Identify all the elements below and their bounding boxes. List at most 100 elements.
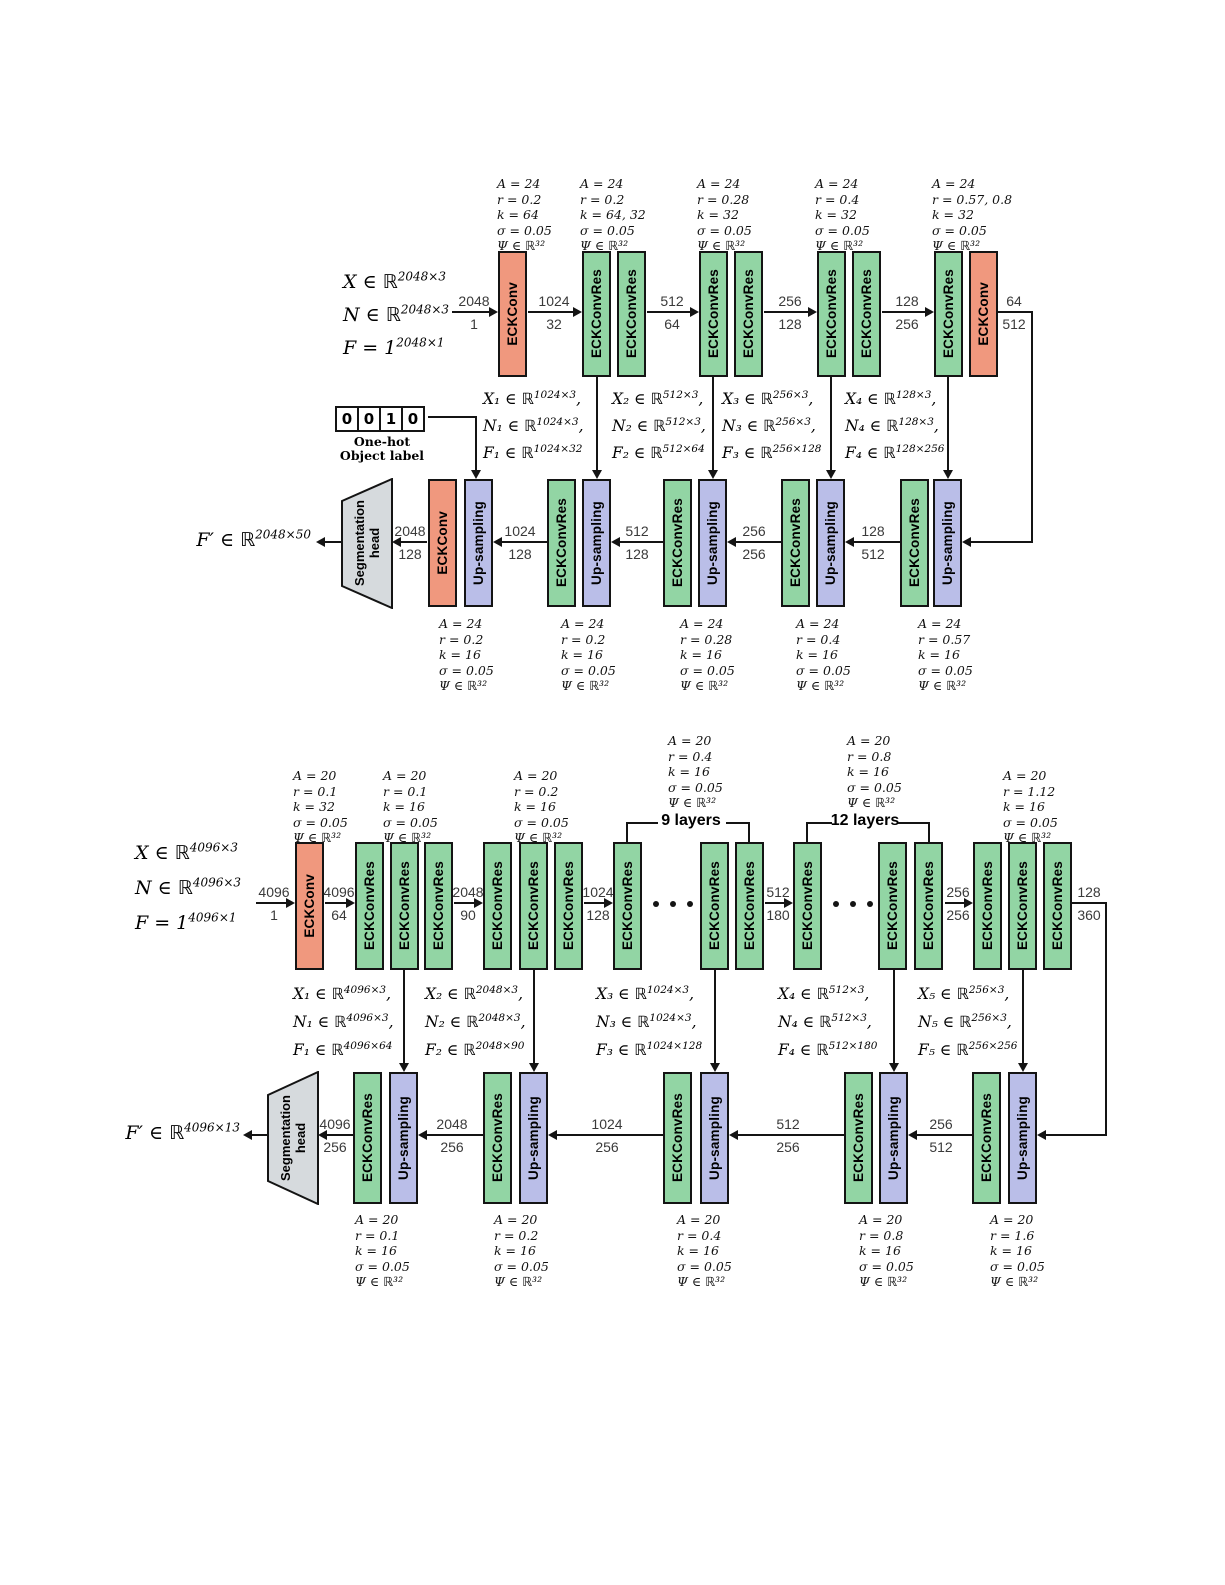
ellipsis-dot — [833, 901, 839, 907]
math-line: X₃ ∈ ℝ1024×3, — [596, 983, 694, 1003]
math-line: X₂ ∈ ℝ512×3, — [612, 388, 704, 408]
math-line: N₂ ∈ ℝ512×3, — [612, 415, 706, 435]
skip-arrow — [1022, 970, 1024, 1063]
bracket-line — [928, 822, 930, 842]
upsampling-block: Up-sampling — [933, 479, 962, 607]
tensor-size-label: 512 — [766, 884, 790, 900]
eckconvres-block: ECKConvRes — [424, 842, 453, 970]
eckconvres-block: ECKConvRes — [554, 842, 583, 970]
upsampling-block: Up-sampling — [582, 479, 611, 607]
one-hot-cell: 0 — [401, 406, 425, 432]
flow-arrow — [401, 541, 427, 543]
one-hot-caption: Object label — [339, 448, 425, 463]
tensor-size-label: 90 — [460, 907, 476, 923]
math-line: N₄ ∈ ℝ512×3, — [778, 1011, 872, 1031]
eckconvres-block: ECKConvRes — [390, 842, 419, 970]
tensor-size-label: 128 — [1077, 884, 1101, 900]
tensor-size-label: 256 — [946, 884, 970, 900]
flow-arrow — [454, 902, 474, 904]
eckconvres-block: ECKConvRes — [735, 842, 764, 970]
math-line: F₄ ∈ ℝ128×256 — [845, 442, 945, 462]
skip-annotation: X₃ ∈ ℝ256×3,N₃ ∈ ℝ256×3,F₃ ∈ ℝ256×128 — [722, 386, 821, 467]
flow-arrow — [557, 1134, 663, 1136]
tensor-size-label: 64 — [331, 907, 347, 923]
math-line: F₃ ∈ ℝ256×128 — [722, 442, 822, 462]
ellipsis-dot — [867, 901, 873, 907]
eckconvres-block: ECKConvRes — [1008, 842, 1037, 970]
math-line: X₂ ∈ ℝ2048×3, — [425, 983, 523, 1003]
flow-arrow — [325, 902, 346, 904]
tensor-size-label: 2048 — [436, 1116, 468, 1132]
skip-arrow — [947, 377, 949, 470]
math-line: F₁ ∈ ℝ4096×64 — [293, 1039, 393, 1059]
eckconvres-block: ECKConvRes — [914, 842, 943, 970]
output-arrow — [325, 541, 341, 543]
math-line: X ∈ ℝ4096×3 — [135, 840, 238, 864]
eckconvres-block: ECKConvRes — [1043, 842, 1072, 970]
math-line: F₂ ∈ ℝ512×64 — [612, 442, 705, 462]
eckconvres-block: ECKConvRes — [519, 842, 548, 970]
skip-arrow — [533, 970, 535, 1063]
segmentation-head — [267, 1071, 319, 1205]
flow-arrow — [971, 541, 1033, 543]
eckconvres-block: ECKConvRes — [734, 251, 763, 377]
output-arrow — [252, 1134, 268, 1136]
flow-arrow — [882, 311, 925, 313]
tensor-size-label: 2048 — [394, 523, 426, 539]
skip-annotation: X₅ ∈ ℝ256×3, N₅ ∈ ℝ256×3, F₅ ∈ ℝ256×256 — [918, 980, 1017, 1064]
math-line: N₁ ∈ ℝ1024×3, — [483, 415, 584, 435]
upsampling-block: Up-sampling — [879, 1072, 908, 1204]
eckconvres-block: ECKConvRes — [663, 1072, 692, 1204]
math-line: F₅ ∈ ℝ256×256 — [918, 1039, 1018, 1059]
math-line: N₅ ∈ ℝ256×3, — [918, 1011, 1012, 1031]
math-line: X₁ ∈ ℝ4096×3, — [293, 983, 391, 1003]
flow-arrow — [528, 311, 573, 313]
tensor-size-label: 1024 — [504, 523, 536, 539]
ellipsis-dot — [670, 901, 676, 907]
tensor-size-label: 1 — [470, 316, 478, 332]
bracket-line — [748, 822, 750, 842]
tensor-size-label: 256 — [742, 523, 766, 539]
math-line: N₄ ∈ ℝ128×3, — [845, 415, 939, 435]
eckconv-block: ECKConv — [428, 479, 457, 607]
math-line: N ∈ ℝ4096×3 — [135, 875, 242, 899]
upsampling-block: Up-sampling — [700, 1072, 729, 1204]
bracket-line — [806, 822, 832, 824]
eckconvres-block: ECKConvRes — [582, 251, 611, 377]
layer-count-label: 9 layers — [661, 812, 721, 829]
flow-line — [1105, 902, 1107, 1136]
tensor-size-label: 4096 — [323, 884, 355, 900]
math-line: X₄ ∈ ℝ128×3, — [845, 388, 937, 408]
eckconv-block: ECKConv — [498, 251, 527, 377]
eckconv-block: ECKConv — [969, 251, 998, 377]
tensor-size-label: 512 — [929, 1139, 953, 1155]
math-line: X₄ ∈ ℝ512×3, — [778, 983, 870, 1003]
bracket-line — [626, 822, 628, 842]
eckconvres-block: ECKConvRes — [793, 842, 822, 970]
flow-line — [997, 311, 1033, 313]
tensor-size-label: 128 — [398, 546, 422, 562]
one-hot-line — [428, 416, 477, 418]
segmentation-head — [341, 478, 393, 609]
eckconvres-block: ECKConvRes — [483, 842, 512, 970]
tensor-size-label: 64 — [664, 316, 680, 332]
eckconvres-block: ECKConvRes — [700, 842, 729, 970]
flow-arrow — [765, 902, 784, 904]
output-tensor-top: F′ ∈ ℝ2048×50 — [196, 527, 311, 551]
eckconvres-block: ECKConvRes — [663, 479, 692, 607]
tensor-size-label: 256 — [323, 1139, 347, 1155]
one-hot-cell: 0 — [335, 406, 359, 432]
math-line: X₅ ∈ ℝ256×3, — [918, 983, 1010, 1003]
tensor-size-label: 128 — [895, 293, 919, 309]
skip-arrow — [893, 970, 895, 1063]
tensor-size-label: 256 — [929, 1116, 953, 1132]
